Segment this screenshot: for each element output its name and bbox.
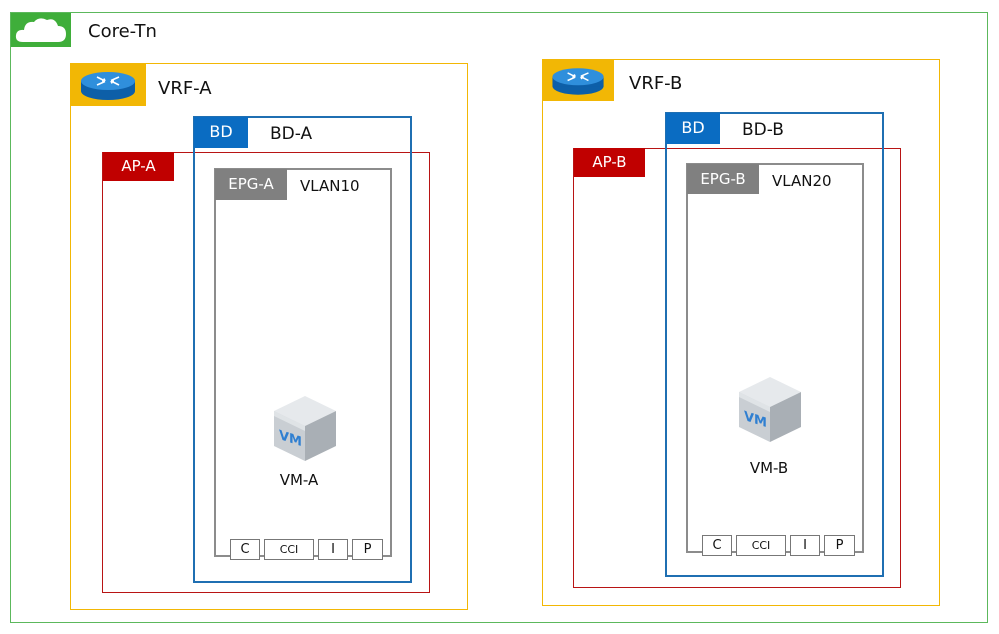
- ap-b-container: [573, 148, 901, 588]
- tenant-container: [10, 12, 988, 623]
- cloud-icon: [15, 18, 66, 42]
- contract-cell-c: C: [702, 535, 732, 556]
- router-icon: [81, 72, 135, 100]
- vrf-b-name: VRF-B: [629, 73, 683, 94]
- vm-cube-icon: VM: [739, 377, 801, 442]
- vm-b-icon-wrap: VM: [735, 372, 805, 444]
- epg-b-vlan: VLAN20: [772, 172, 832, 190]
- vm-cube-icon: VM: [274, 396, 336, 461]
- router-icon: [552, 68, 604, 95]
- contract-row-b: C CCI I P: [702, 535, 858, 556]
- contract-cell-p: P: [824, 535, 855, 556]
- epg-b-badge: EPG-B: [687, 164, 759, 194]
- vrf-a-name: VRF-A: [158, 78, 212, 99]
- bd-b-badge: BD: [666, 113, 720, 144]
- epg-a-container: [214, 168, 392, 557]
- vm-a-icon-wrap: VM: [270, 391, 340, 463]
- contract-cell-cci: CCI: [736, 535, 786, 556]
- bd-a-badge: BD: [194, 117, 248, 148]
- epg-a-badge: EPG-A: [215, 169, 287, 200]
- bd-b-name: BD-B: [742, 120, 784, 140]
- contract-row-a: C CCI I P: [230, 539, 386, 560]
- contract-cell-i: I: [790, 535, 820, 556]
- vrf-b-badge: [543, 60, 614, 101]
- ap-a-badge: AP-A: [103, 152, 174, 181]
- contract-cell-i: I: [318, 539, 348, 560]
- bd-a-name: BD-A: [270, 124, 313, 144]
- bd-b-container: [665, 112, 884, 577]
- vrf-a-badge: [71, 64, 146, 106]
- contract-cell-cci: CCI: [264, 539, 314, 560]
- epg-b-container: [686, 163, 864, 553]
- tenant-name: Core-Tn: [88, 21, 157, 42]
- vrf-a-container: [70, 63, 468, 610]
- epg-a-vlan: VLAN10: [300, 177, 360, 195]
- ap-b-badge: AP-B: [574, 148, 645, 177]
- vm-b-name: VM-B: [749, 459, 789, 477]
- contract-cell-c: C: [230, 539, 260, 560]
- vm-a-name: VM-A: [279, 471, 319, 489]
- contract-cell-p: P: [352, 539, 383, 560]
- bd-a-container: [193, 116, 412, 583]
- tenant-badge: [11, 13, 71, 47]
- ap-a-container: [102, 152, 430, 593]
- vrf-b-container: [542, 59, 940, 606]
